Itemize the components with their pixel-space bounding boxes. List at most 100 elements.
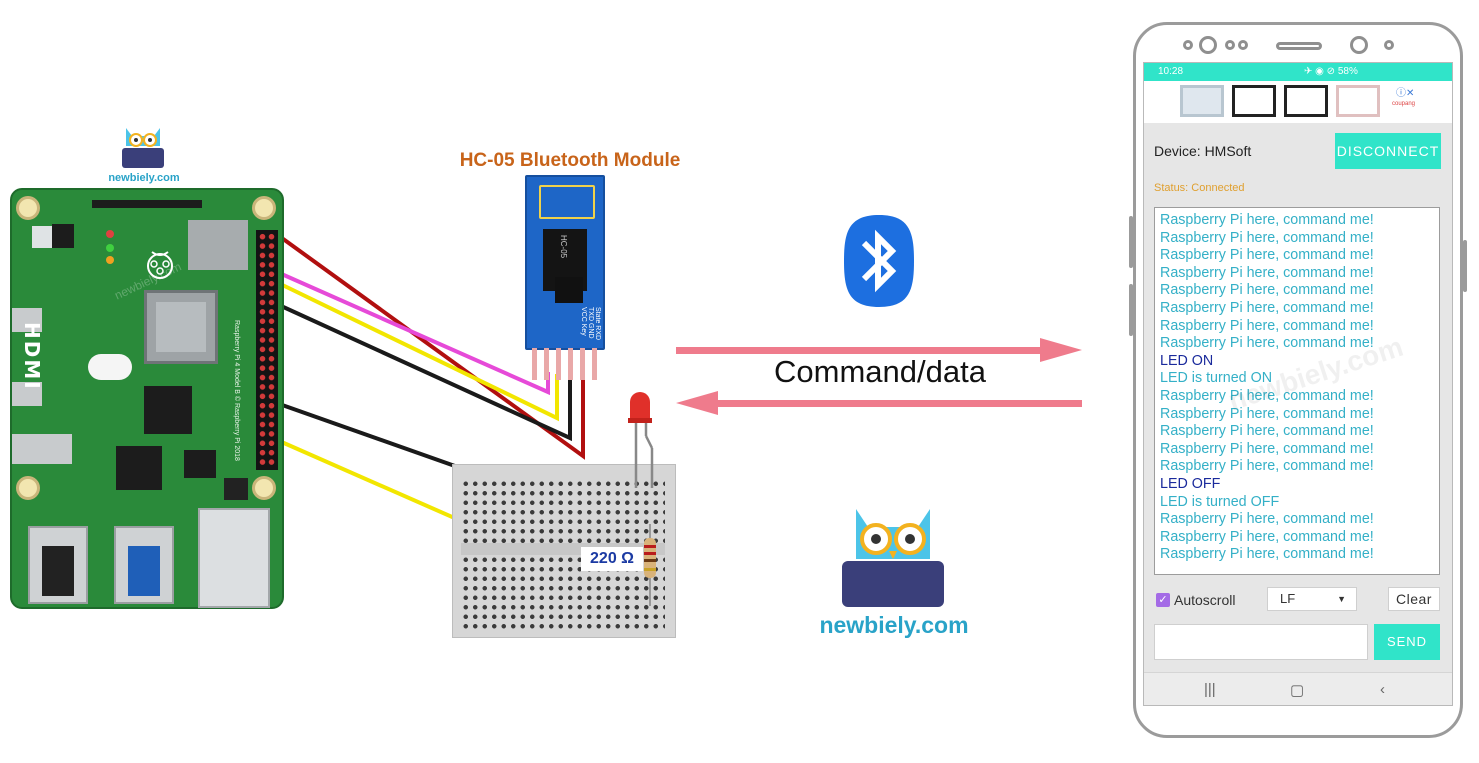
- hc05-pin: [592, 348, 597, 380]
- monitor-line: Raspberry Pi here, command me!: [1160, 264, 1374, 281]
- back-icon[interactable]: ‹: [1380, 681, 1385, 698]
- ad-thumbnail[interactable]: [1232, 85, 1276, 117]
- navigation-bar: ||| ▢ ‹: [1144, 672, 1452, 705]
- sensor-dot: [1238, 40, 1248, 50]
- ethernet-chip: [184, 450, 216, 478]
- monitor-line: LED is turned OFF: [1160, 493, 1280, 510]
- clear-button[interactable]: Clear: [1388, 587, 1440, 611]
- brand-text-small: newbiely.com: [108, 172, 180, 184]
- owl-logo-large-icon: [842, 509, 944, 607]
- serial-monitor[interactable]: newbiely.com Raspberry Pi here, command …: [1154, 207, 1440, 575]
- recent-apps-icon[interactable]: |||: [1204, 681, 1216, 698]
- resistor-icon: [644, 524, 656, 606]
- command-data-label: Command/data: [774, 354, 986, 389]
- sensor-dot: [1183, 40, 1193, 50]
- led-indicator: [106, 244, 114, 252]
- brand-text-large: newbiely.com: [819, 612, 969, 638]
- ad-thumbnail[interactable]: [1180, 85, 1224, 117]
- front-camera-2: [1350, 36, 1368, 54]
- disconnect-button[interactable]: DISCONNECT: [1335, 133, 1441, 169]
- wire-black: [267, 298, 572, 442]
- monitor-line: LED is turned ON: [1160, 370, 1273, 387]
- monitor-line: Raspberry Pi here, command me!: [1160, 405, 1374, 422]
- hc05-chip-secondary: [555, 277, 583, 303]
- usb-tongue: [42, 546, 74, 596]
- monitor-line: Raspberry Pi here, command me!: [1160, 335, 1374, 352]
- hc05-pin: [544, 348, 549, 380]
- usb2-port: [28, 526, 88, 604]
- hc05-title: HC-05 Bluetooth Module: [459, 150, 681, 171]
- monitor-line: Raspberry Pi here, command me!: [1160, 317, 1374, 334]
- volume-button: [1129, 216, 1133, 268]
- ethernet-port: [198, 508, 270, 608]
- line-ending-value: LF: [1280, 591, 1296, 606]
- ram-chip: [144, 386, 192, 434]
- bluetooth-icon: [844, 215, 914, 307]
- led-indicator: [106, 256, 114, 264]
- monitor-line: LED OFF: [1160, 475, 1221, 492]
- monitor-line: Raspberry Pi here, command me!: [1160, 229, 1374, 246]
- wire-magenta: [267, 266, 550, 396]
- line-ending-select[interactable]: LF ▼: [1267, 587, 1357, 611]
- message-input[interactable]: [1154, 624, 1368, 660]
- battery-percent: 58%: [1337, 66, 1358, 77]
- micro-hdmi-port: [12, 382, 42, 406]
- usb-controller-chip: [116, 446, 162, 490]
- autoscroll-label: Autoscroll: [1174, 592, 1236, 608]
- antenna-icon: [539, 185, 595, 219]
- front-camera: [1199, 36, 1217, 54]
- status-time: 10:28: [1158, 66, 1184, 77]
- led-indicator: [106, 230, 114, 238]
- monitor-line: Raspberry Pi here, command me!: [1160, 528, 1374, 545]
- usb-tongue: [128, 546, 160, 596]
- power-port: [32, 226, 56, 248]
- hc05-module: HC-05 State RXD TXD GND VCC Key: [525, 175, 605, 350]
- gpio-pins: [258, 232, 276, 468]
- red-led-icon: [628, 392, 654, 488]
- monitor-line: Raspberry Pi here, command me!: [1160, 440, 1374, 457]
- ad-close-icon[interactable]: ⓘ✕: [1396, 88, 1415, 99]
- connection-status: Status: Connected: [1154, 182, 1245, 194]
- resistor-label: 220 Ω: [581, 547, 643, 571]
- power-button: [1463, 240, 1467, 292]
- autoscroll-checkbox[interactable]: ✓: [1156, 593, 1170, 607]
- status-bar: 10:28 ✈ ◉ ⊘ 58%: [1144, 63, 1452, 81]
- monitor-line: Raspberry Pi here, command me!: [1160, 387, 1374, 404]
- dropdown-arrow-icon: ▼: [1337, 594, 1346, 604]
- ad-thumbnail[interactable]: [1284, 85, 1328, 117]
- micro-hdmi-port: [12, 308, 42, 332]
- hdmi-label: HDMI: [20, 322, 44, 391]
- monitor-line: Raspberry Pi here, command me!: [1160, 423, 1374, 440]
- hc05-pin-labels: State RXD TXD GND VCC Key: [580, 307, 601, 341]
- audio-jack: [12, 434, 72, 464]
- status-battery: ✈ ◉ ⊘ 58%: [1304, 66, 1358, 77]
- send-button[interactable]: SEND: [1374, 624, 1440, 660]
- poe-header: [224, 478, 248, 500]
- monitor-line: Raspberry Pi here, command me!: [1160, 299, 1374, 316]
- mount-hole: [252, 196, 276, 220]
- diy-badge: [88, 354, 132, 380]
- home-icon[interactable]: ▢: [1290, 682, 1305, 699]
- raspberry-logo-icon: [147, 251, 173, 279]
- ad-brand: coupang: [1392, 101, 1416, 107]
- hc05-pin: [532, 348, 537, 380]
- monitor-line: Raspberry Pi here, command me!: [1160, 247, 1374, 264]
- mount-hole: [252, 476, 276, 500]
- chip: [52, 224, 74, 248]
- usb3-port: [114, 526, 174, 604]
- arrow-to-pi: [676, 391, 1082, 415]
- led-resistor-assembly: [628, 392, 656, 606]
- hc05-chip-text: HC-05: [559, 235, 568, 259]
- mount-hole: [16, 196, 40, 220]
- device-label: Device: HMSoft: [1154, 143, 1252, 159]
- display-connector: [92, 200, 202, 208]
- ad-banner[interactable]: ⓘ✕ coupang: [1144, 81, 1452, 123]
- soc-chip: [144, 290, 218, 364]
- mount-hole: [16, 476, 40, 500]
- monitor-line: Raspberry Pi here, command me!: [1160, 212, 1374, 228]
- phone-screen: 10:28 ✈ ◉ ⊘ 58% ⓘ✕ coupang Device: HMSof…: [1143, 62, 1453, 706]
- ad-thumbnail[interactable]: [1336, 85, 1380, 117]
- hc05-pin: [580, 348, 585, 380]
- volume-button: [1129, 284, 1133, 336]
- raspberry-pi-board: HDMI Raspberry Pi 4 Model B © Raspberry …: [10, 188, 284, 609]
